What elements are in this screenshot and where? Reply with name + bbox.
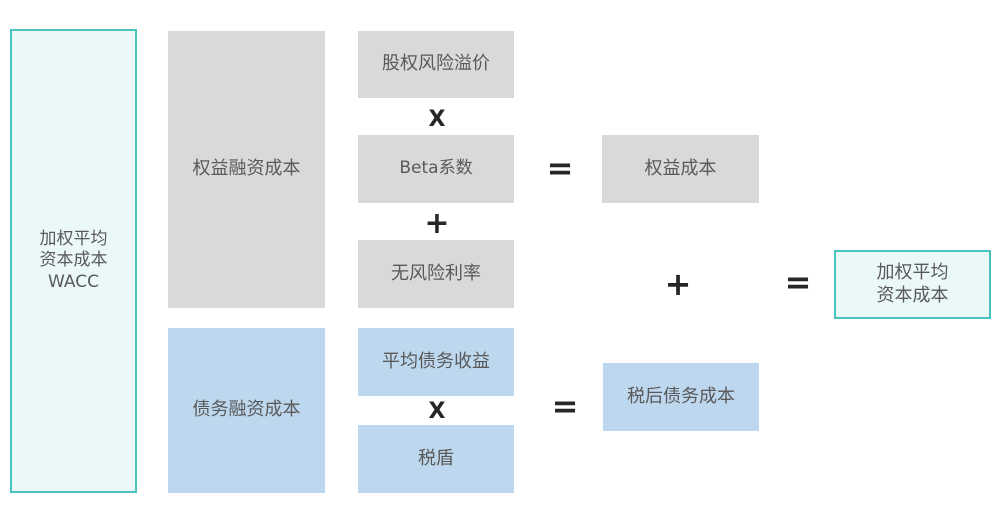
multiply-operator: X: [428, 106, 446, 132]
debt-equals-operator: =: [551, 387, 579, 425]
tax-shield: 税盾: [358, 425, 514, 493]
equals-operator: =: [546, 149, 574, 187]
debt-multiply-operator: X: [428, 398, 446, 424]
combine-plus-operator: +: [664, 265, 692, 303]
plus-operator: +: [424, 205, 450, 241]
risk-free-rate: 无风险利率: [358, 240, 514, 308]
result-equals-operator: =: [784, 263, 812, 301]
average-debt-yield: 平均债务收益: [358, 328, 514, 396]
equity-financing-cost: 权益融资成本: [168, 31, 325, 308]
cost-of-equity: 权益成本: [602, 135, 759, 203]
after-tax-cost-of-debt: 税后债务成本: [603, 363, 759, 431]
beta-coefficient: Beta系数: [358, 135, 514, 203]
wacc-result: 加权平均 资本成本: [834, 250, 991, 319]
debt-financing-cost: 债务融资成本: [168, 328, 325, 493]
wacc-panel: 加权平均 资本成本 WACC: [10, 29, 137, 493]
equity-risk-premium: 股权风险溢价: [358, 31, 514, 98]
